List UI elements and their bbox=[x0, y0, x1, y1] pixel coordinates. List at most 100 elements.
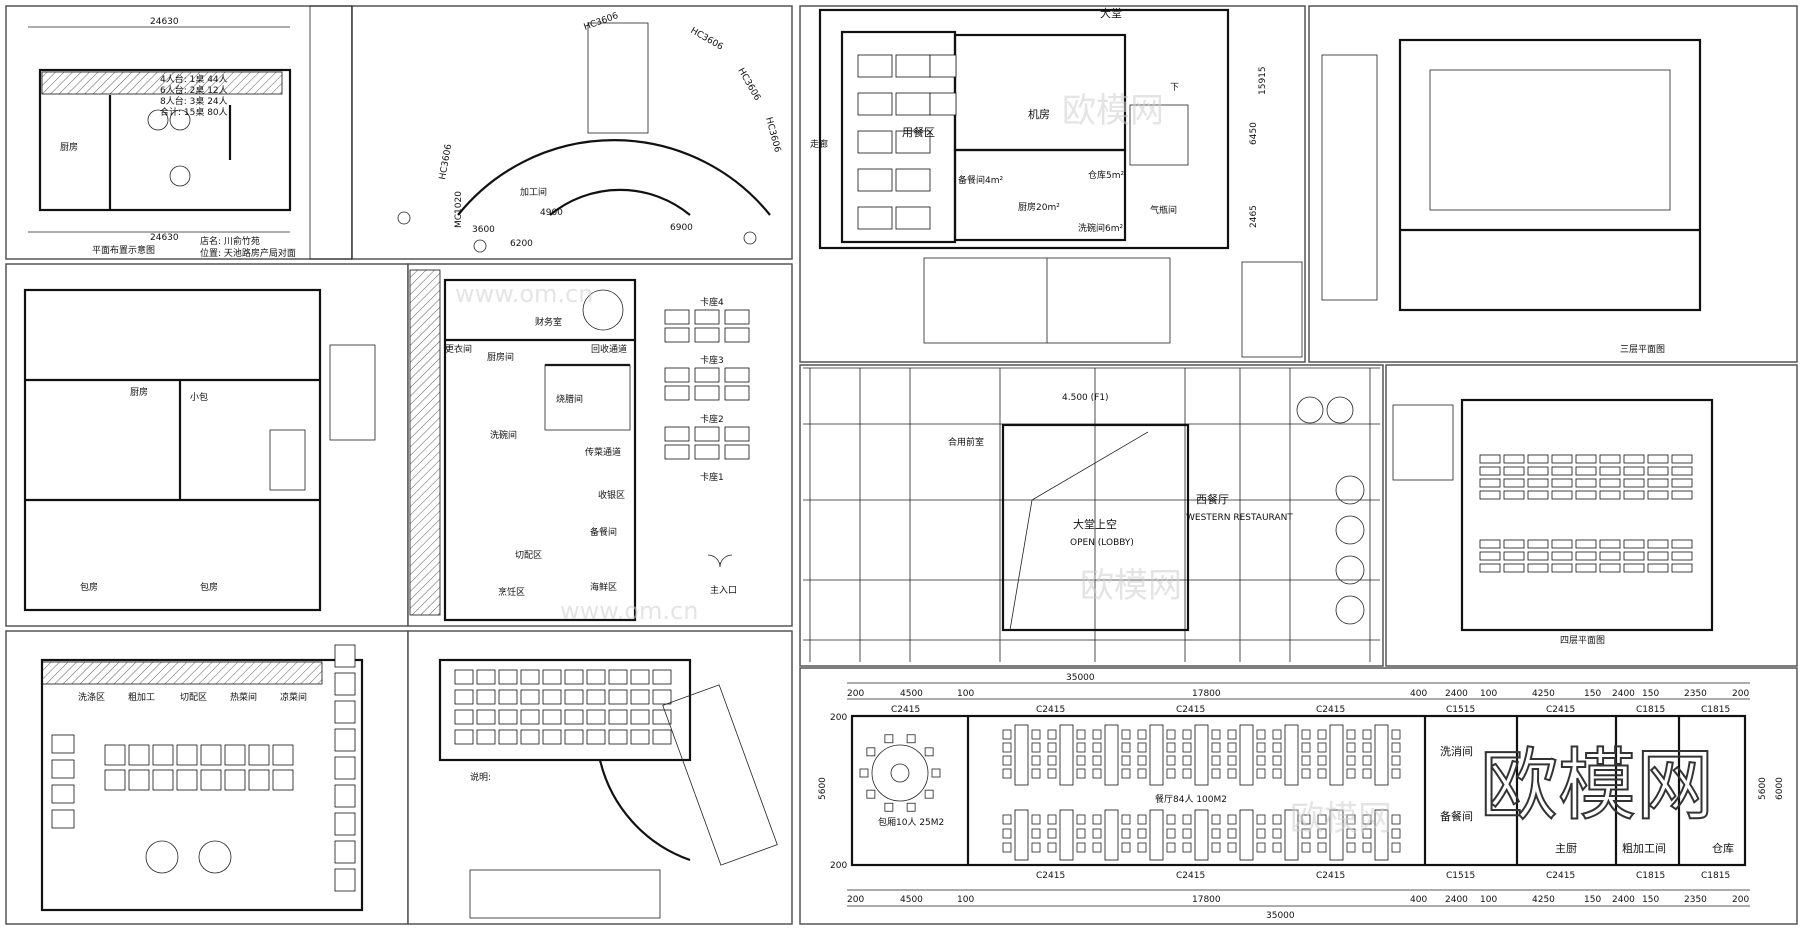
chair bbox=[1272, 768, 1282, 779]
p11-side-1: 5600 bbox=[818, 777, 828, 800]
table bbox=[1599, 478, 1621, 488]
dim-label: 150 bbox=[1642, 689, 1659, 699]
p5-room-2: 切配区 bbox=[180, 692, 207, 703]
chair bbox=[1391, 842, 1401, 853]
chair bbox=[1031, 828, 1041, 839]
chair bbox=[1121, 729, 1131, 740]
table bbox=[1479, 539, 1501, 549]
dim-label: 200 bbox=[847, 895, 864, 905]
p1-location: 位置: 天池路房产局对面 bbox=[200, 247, 296, 259]
p1-title-block bbox=[309, 5, 353, 260]
table bbox=[454, 729, 474, 745]
chair bbox=[1256, 828, 1266, 839]
table bbox=[1503, 539, 1525, 549]
table bbox=[1194, 724, 1209, 786]
table bbox=[1599, 539, 1621, 549]
chair bbox=[1076, 729, 1086, 740]
table bbox=[1104, 724, 1119, 786]
table bbox=[1527, 551, 1549, 561]
chair bbox=[1317, 814, 1327, 825]
table bbox=[1059, 724, 1074, 786]
dim-label: 150 bbox=[1584, 895, 1601, 905]
chair bbox=[1182, 814, 1192, 825]
table bbox=[664, 444, 690, 460]
chair bbox=[1272, 842, 1282, 853]
p6-dining-tables bbox=[454, 669, 672, 745]
table bbox=[542, 729, 562, 745]
chair bbox=[1317, 768, 1327, 779]
chair bbox=[1362, 842, 1372, 853]
table bbox=[542, 709, 562, 725]
table bbox=[1671, 478, 1693, 488]
table bbox=[520, 689, 540, 705]
table bbox=[724, 426, 750, 442]
p2-dim-0: 3600 bbox=[472, 225, 495, 235]
dim-label: 2400 bbox=[1445, 689, 1468, 699]
p11-overall-bottom: 35000 bbox=[1266, 911, 1295, 921]
chair bbox=[1362, 814, 1372, 825]
p7-dim-1: 6450 bbox=[1249, 122, 1259, 145]
chair bbox=[1391, 729, 1401, 740]
window-label: C1815 bbox=[1701, 871, 1730, 881]
chair bbox=[866, 747, 876, 757]
chair bbox=[1362, 742, 1372, 753]
p3-room-0: 厨房 bbox=[130, 386, 148, 398]
p7-room-kitchen: 厨房20m² bbox=[1018, 201, 1060, 213]
chair bbox=[1076, 742, 1086, 753]
table bbox=[857, 130, 893, 154]
table bbox=[694, 385, 720, 401]
round-table bbox=[1335, 555, 1365, 585]
table bbox=[608, 689, 628, 705]
watermark-brand-3: 欧模网 bbox=[1290, 799, 1392, 839]
p7-room-machine: 机房 bbox=[1028, 107, 1050, 121]
table bbox=[1527, 478, 1549, 488]
chair bbox=[1182, 842, 1192, 853]
dim-label: 200 bbox=[847, 689, 864, 699]
chair bbox=[1092, 742, 1102, 753]
chair bbox=[1137, 814, 1147, 825]
chair bbox=[884, 802, 894, 812]
table bbox=[1527, 466, 1549, 476]
chair bbox=[1211, 814, 1221, 825]
table bbox=[542, 689, 562, 705]
table bbox=[664, 385, 690, 401]
chair bbox=[1317, 729, 1327, 740]
table bbox=[1671, 551, 1693, 561]
p11-room-dining: 餐厅84人 100M2 bbox=[1155, 793, 1227, 805]
p4-room-6: 洗碗间 bbox=[490, 429, 517, 441]
p7-room-dining: 用餐区 bbox=[902, 125, 935, 139]
chair bbox=[1076, 828, 1086, 839]
chair bbox=[1272, 814, 1282, 825]
p4-booth-2: 卡座2 bbox=[700, 413, 724, 425]
table bbox=[1623, 454, 1645, 464]
p5-dining-tables bbox=[51, 644, 356, 892]
table bbox=[694, 309, 720, 325]
p2-dim-1: 4900 bbox=[540, 208, 563, 218]
p7-title-block bbox=[1241, 261, 1303, 358]
table bbox=[586, 709, 606, 725]
table bbox=[476, 729, 496, 745]
table bbox=[1623, 490, 1645, 500]
p1-seating-0: 4人台: 1桌 44人 bbox=[160, 73, 228, 85]
chair bbox=[1256, 729, 1266, 740]
p4-booth-1: 卡座1 bbox=[700, 471, 724, 483]
table bbox=[1623, 563, 1645, 573]
p4-room-8: 收银区 bbox=[598, 489, 625, 501]
window-label: C2415 bbox=[1176, 871, 1205, 881]
chair bbox=[1137, 828, 1147, 839]
table bbox=[724, 367, 750, 383]
table bbox=[176, 769, 198, 791]
chair bbox=[1211, 742, 1221, 753]
chair bbox=[1301, 742, 1311, 753]
table bbox=[608, 709, 628, 725]
chair bbox=[884, 734, 894, 744]
table bbox=[272, 769, 294, 791]
p7-dining-tables bbox=[857, 54, 957, 230]
table bbox=[895, 168, 931, 192]
dim-label: 150 bbox=[1642, 895, 1659, 905]
table bbox=[1671, 563, 1693, 573]
chair bbox=[1121, 755, 1131, 766]
p11-dining-tables bbox=[1002, 724, 1401, 861]
